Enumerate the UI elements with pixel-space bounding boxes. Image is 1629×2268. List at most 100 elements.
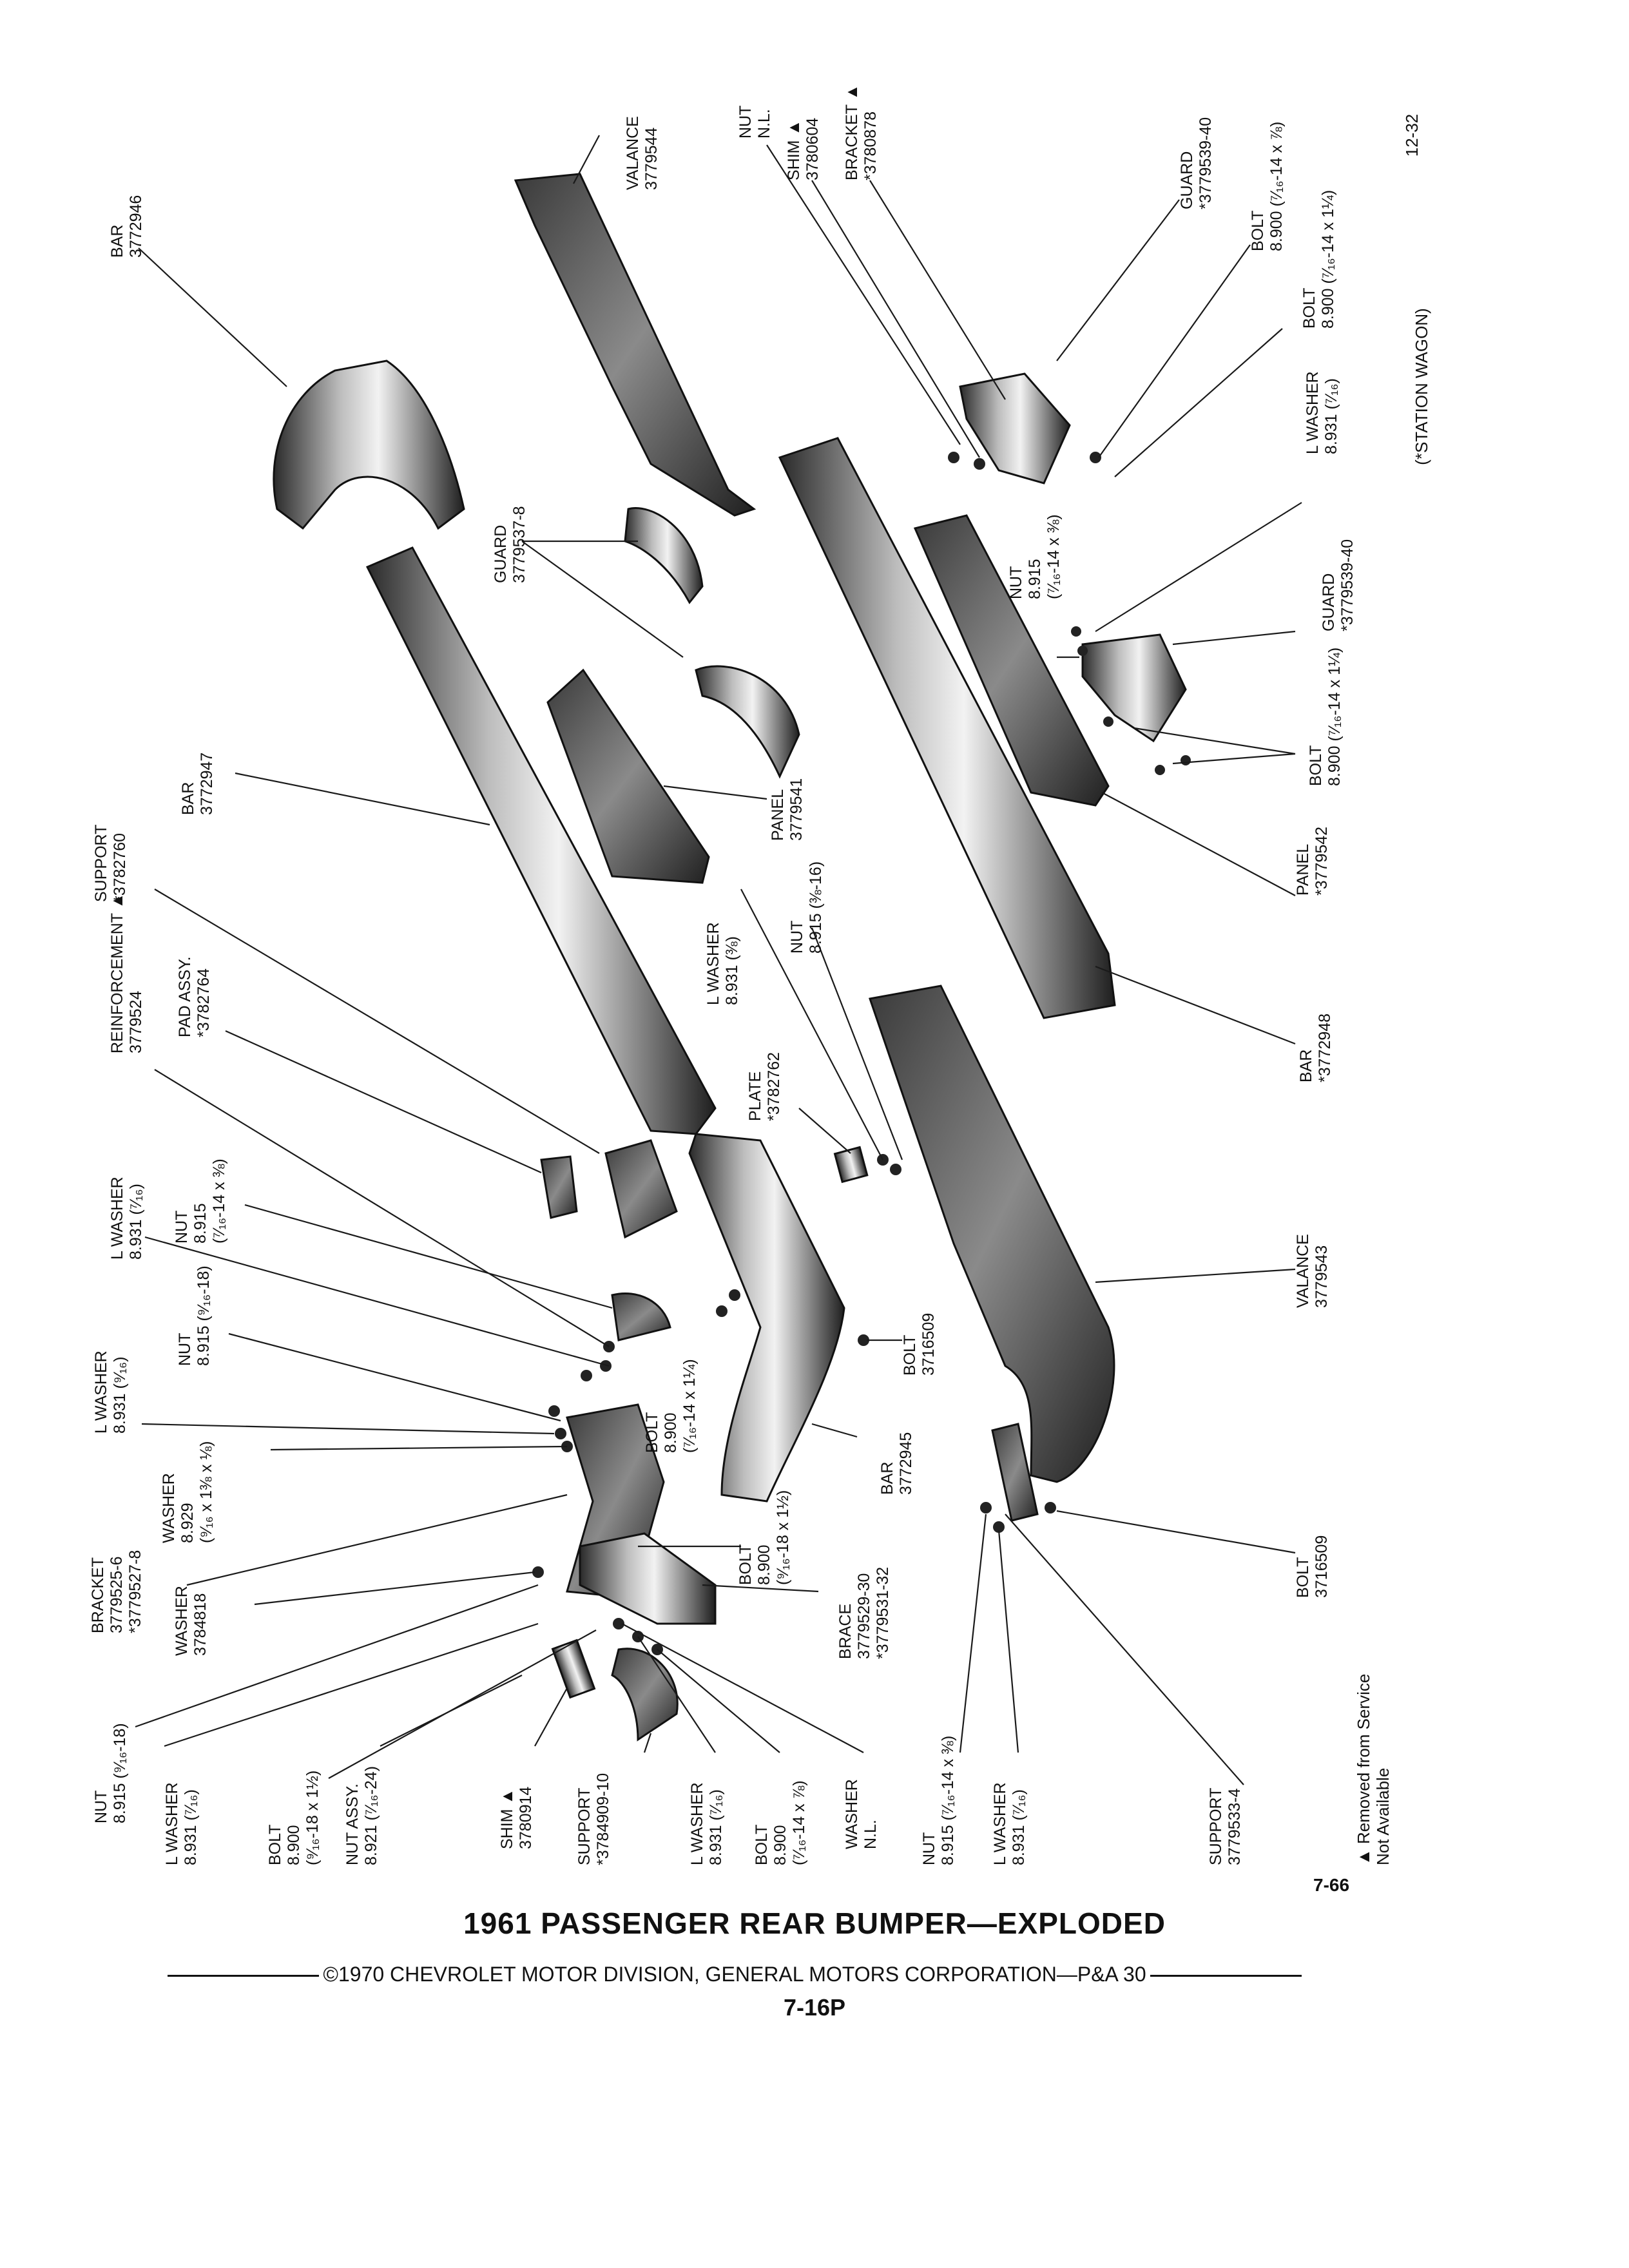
bar-3772948-part	[778, 437, 1116, 1019]
callout-bar-3772948: BAR*3772948	[1297, 1014, 1334, 1082]
callout-plate: PLATE*3782762	[746, 1052, 783, 1121]
valance-3779543-part	[869, 985, 1115, 1483]
callout-line: REINFORCEMENT ▲	[108, 893, 126, 1053]
callout-pad-assy: PAD ASSY.*3782764	[176, 956, 213, 1037]
parts	[273, 173, 1191, 1742]
callout-line: (⁹⁄₁₆-18 x 1½)	[304, 1771, 322, 1865]
callout-line: *3779539-40	[1197, 117, 1215, 209]
page-number: 7-16P	[783, 1994, 846, 2021]
callout-bracket-3780878: BRACKET ▲*3780878	[843, 84, 880, 180]
callout-line: BOLT	[1294, 1557, 1312, 1598]
guard-3779537-lower-part	[695, 665, 800, 779]
callout-line: *3782760	[111, 833, 129, 902]
callout-line: VALANCE	[624, 116, 642, 190]
callout-line: 8.900	[285, 1825, 303, 1865]
callout-line: NUT	[920, 1832, 938, 1865]
callout-line: BOLT	[737, 1544, 755, 1585]
callout-line: 8.900 (⁷⁄₁₆-14 x 1¼)	[1319, 190, 1337, 329]
plate-part	[833, 1146, 869, 1184]
callout-line: BRACKET	[89, 1557, 107, 1633]
callout-support-3784909: SUPPORT*3784909-10	[575, 1773, 612, 1865]
callout-line: 3779541	[787, 778, 805, 841]
page-title: 1961 PASSENGER REAR BUMPER—EXPLODED	[463, 1907, 1166, 1940]
callout-line: BAR	[878, 1462, 896, 1495]
callout-line: NUT	[92, 1791, 110, 1823]
callout-line: N.L.	[862, 1820, 880, 1849]
callout-line: 3772945	[897, 1432, 915, 1495]
callout-line: BAR	[179, 782, 197, 815]
figure-number: 7-66	[1313, 1875, 1350, 1895]
legend-line-2: Not Available	[1373, 1768, 1393, 1865]
callout-line: BRACKET ▲	[843, 84, 861, 180]
callout-line: BOLT	[643, 1412, 661, 1453]
copyright-line: ©1970 CHEVROLET MOTOR DIVISION, GENERAL …	[90, 1963, 1379, 1986]
callout-line: BAR	[1297, 1050, 1315, 1082]
callout-line: 3779524	[127, 991, 145, 1053]
corner-code: 12-32	[1402, 114, 1422, 157]
callout-line: *3772948	[1316, 1014, 1334, 1082]
callout-line: GUARD	[1320, 573, 1338, 631]
callout-line: 3780604	[804, 118, 822, 180]
station-wagon-note: (*STATION WAGON)	[1412, 308, 1431, 465]
callout-line: NUT ASSY.	[343, 1783, 361, 1865]
callout-line: BOLT	[1300, 288, 1318, 329]
callout-shim-3780914: SHIM ▲3780914	[498, 1787, 535, 1849]
panel-3779541-part	[546, 668, 710, 884]
callout-line: 8.900 (⁷⁄₁₆-14 x 1¼)	[1325, 648, 1344, 786]
callout-line: L WASHER	[108, 1177, 126, 1260]
callout-line: VALANCE	[1294, 1234, 1312, 1308]
guard-right-part	[1081, 633, 1187, 743]
callout-line: PANEL	[769, 789, 787, 841]
callout-line: 8.931 (⁷⁄₁₆)	[182, 1789, 200, 1865]
callout-line: (⁷⁄₁₆-14 x 1¼)	[680, 1359, 699, 1453]
callout-line: *3779542	[1313, 827, 1331, 896]
callout-line: 3716509	[1313, 1535, 1331, 1598]
callout-line: (⁷⁄₁₆-14 x ⅜)	[210, 1158, 228, 1244]
callout-line: (⁷⁄₁₆-14 x ⅞)	[790, 1780, 808, 1865]
callout-line: GUARD	[1178, 151, 1196, 209]
callout-line: 8.931 (⁷⁄₁₆)	[707, 1789, 725, 1865]
callout-line: NUT	[737, 106, 755, 139]
callout-line: BOLT	[1249, 211, 1267, 251]
callout-nut-assy: NUT ASSY.8.921 (⁷⁄₁₆-24)	[343, 1766, 380, 1865]
callout-line: PAD ASSY.	[176, 956, 194, 1037]
callout-line: BOLT	[1307, 745, 1325, 786]
callout-line: L WASHER	[704, 922, 722, 1005]
callout-line: 3780914	[517, 1787, 535, 1849]
callout-line: BRACE	[836, 1604, 854, 1659]
callout-line: 8.900	[755, 1544, 773, 1585]
support-3779533-part	[991, 1423, 1039, 1522]
callout-line: 3772947	[198, 753, 216, 815]
callout-line: 8.900	[771, 1825, 789, 1865]
callout-line: BOLT	[266, 1825, 284, 1865]
guard-top-part	[959, 372, 1071, 485]
callout-line: SUPPORT	[575, 1788, 593, 1865]
callout-line: WASHER	[173, 1586, 191, 1656]
callout-line: 8.931 (⁷⁄₁₆)	[127, 1184, 145, 1260]
bar-3772945-part	[688, 1133, 845, 1503]
callout-line: SUPPORT	[92, 825, 110, 902]
callout-line: L WASHER	[688, 1782, 706, 1865]
bar-3772946-part	[273, 360, 465, 530]
callout-line: *3784909-10	[594, 1773, 612, 1865]
guard-3779537-upper-part	[624, 507, 704, 604]
